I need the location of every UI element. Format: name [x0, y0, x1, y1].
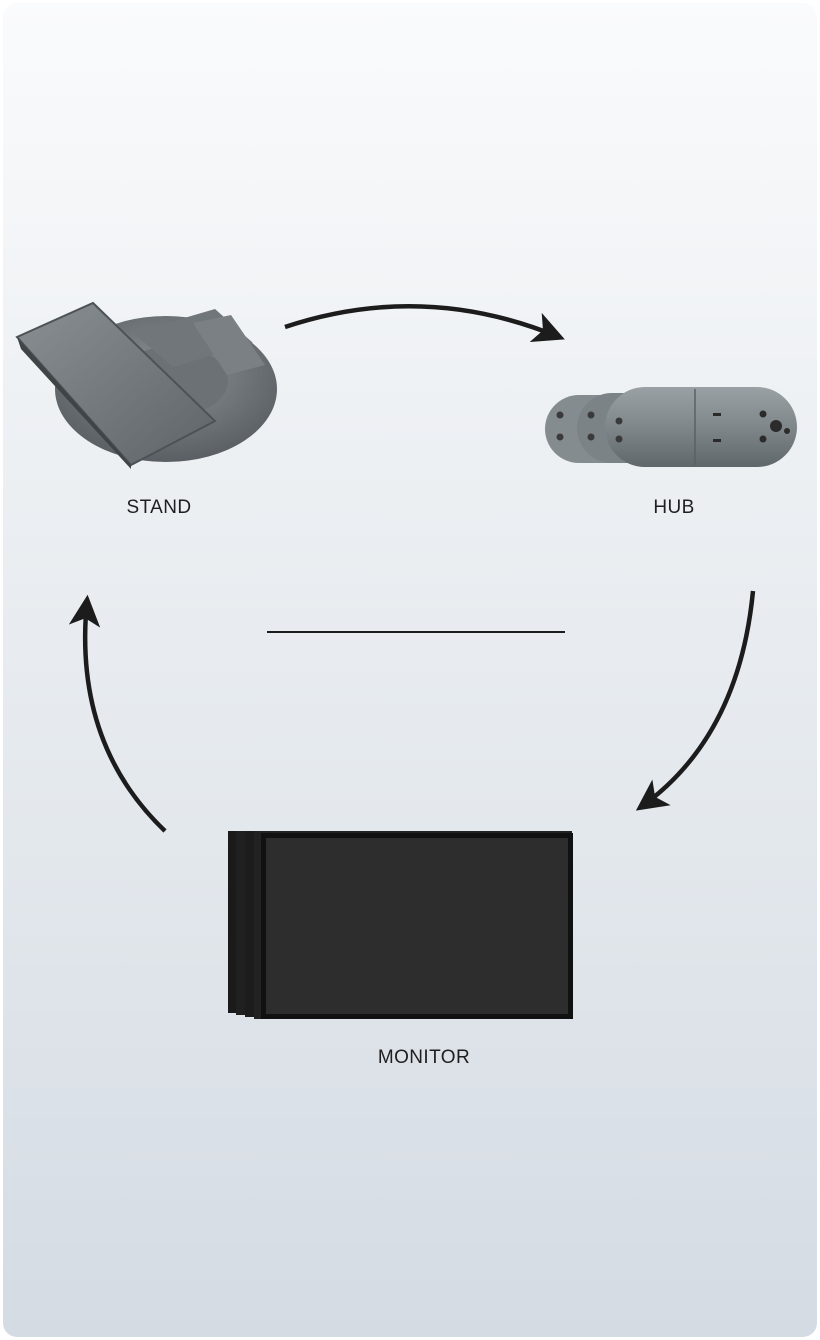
hub-port-i	[615, 435, 623, 443]
monitor-image	[228, 831, 573, 1019]
hub-port-a	[759, 410, 767, 418]
hub-image	[545, 387, 797, 467]
hub-slot-lower	[713, 439, 721, 442]
arrow-monitor-to-stand	[68, 594, 167, 833]
hub-port-h	[615, 417, 623, 425]
hub-port-b	[759, 435, 767, 443]
stand-tray-edge	[17, 337, 131, 469]
arrow-stand-to-hub	[284, 304, 565, 342]
stand-hinge	[193, 315, 265, 375]
hub-slot-upper	[713, 413, 721, 416]
hub-port-c	[784, 428, 790, 434]
stand-label: STAND	[126, 497, 192, 518]
hub-port-main	[770, 420, 782, 432]
hub-port-e	[556, 433, 564, 441]
arrow-hub-to-monitor	[635, 590, 756, 811]
hub-port-d	[556, 411, 564, 419]
hub-body	[605, 387, 797, 467]
hub-port-g	[587, 433, 595, 441]
stand-image	[15, 301, 277, 469]
diagram-canvas: STAND HUB MONITOR	[3, 3, 817, 1337]
monitor-screen	[266, 838, 568, 1014]
hub-port-f	[587, 411, 595, 419]
monitor-label: MONITOR	[377, 1047, 471, 1068]
hub-label: HUB	[653, 497, 695, 518]
cycle-diagram	[15, 301, 797, 1019]
